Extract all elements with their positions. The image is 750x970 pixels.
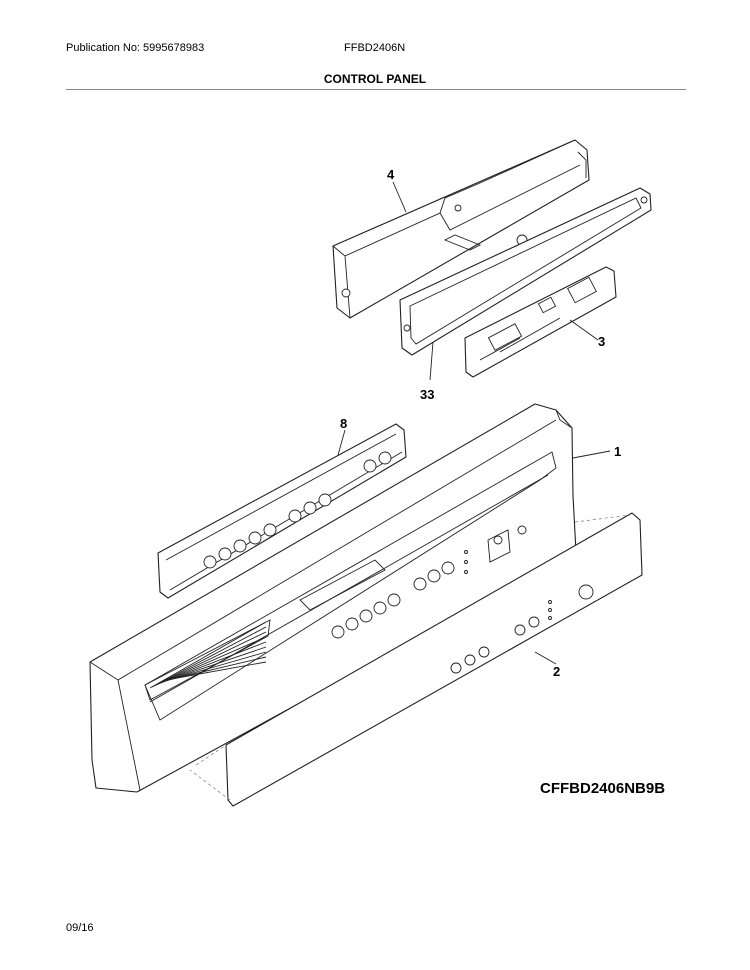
- console-button: [359, 609, 373, 623]
- part-1-console: [89, 403, 577, 793]
- carrier-button: [248, 531, 262, 545]
- overlay-button: [514, 624, 526, 636]
- overlay-button: [478, 646, 490, 658]
- diagram-code: CFFBD2406NB9B: [540, 780, 666, 797]
- indicator-dot: [548, 616, 552, 620]
- model-number: FFBD2406N: [344, 42, 406, 54]
- vent-line: [149, 621, 267, 689]
- overlay-button: [450, 662, 462, 674]
- console-button: [345, 617, 359, 631]
- carrier-button: [378, 451, 392, 465]
- indicator-dot: [464, 570, 468, 574]
- indicator-dot: [548, 600, 552, 604]
- callout-4: 4: [387, 167, 395, 182]
- vent-line: [153, 631, 267, 687]
- console-button: [387, 593, 401, 607]
- carrier-button: [233, 539, 247, 553]
- carrier-button: [363, 459, 377, 473]
- part-8-button-carrier: [157, 423, 407, 599]
- callout-8: 8: [340, 416, 347, 431]
- part-2-overlay: [225, 512, 643, 807]
- footer-date: 09/16: [66, 922, 94, 934]
- console-button: [427, 569, 441, 583]
- assembly-guides: [189, 514, 631, 801]
- console-button: [413, 577, 427, 591]
- vent-line: [155, 636, 267, 686]
- console-button: [441, 561, 455, 575]
- vent-line: [159, 646, 267, 684]
- part-4-control-housing: [332, 139, 590, 319]
- callout-1: 1: [614, 444, 621, 459]
- callout-leaders: [337, 181, 611, 665]
- callout-2: 2: [553, 664, 560, 679]
- indicator-dot: [548, 608, 552, 612]
- overlay-button: [464, 654, 476, 666]
- callout-33: 33: [420, 387, 434, 402]
- carrier-button: [288, 509, 302, 523]
- console-button: [331, 625, 345, 639]
- carrier-button: [263, 523, 277, 537]
- publication-number: Publication No: 5995678983: [66, 42, 205, 54]
- console-button: [373, 601, 387, 615]
- overlay-button: [528, 616, 540, 628]
- vent-line: [157, 641, 267, 685]
- part-3-control-board: [464, 266, 617, 378]
- carrier-button: [218, 547, 232, 561]
- page-title: CONTROL PANEL: [323, 72, 427, 86]
- carrier-button: [303, 501, 317, 515]
- callout-3: 3: [598, 334, 605, 349]
- carrier-button: [203, 555, 217, 569]
- indicator-dot: [464, 550, 468, 554]
- part-33-gasket: [399, 187, 652, 356]
- vent-line: [151, 626, 267, 688]
- carrier-button: [318, 493, 332, 507]
- header-divider: [66, 89, 686, 90]
- indicator-dot: [464, 560, 468, 564]
- vent-line: [165, 661, 267, 681]
